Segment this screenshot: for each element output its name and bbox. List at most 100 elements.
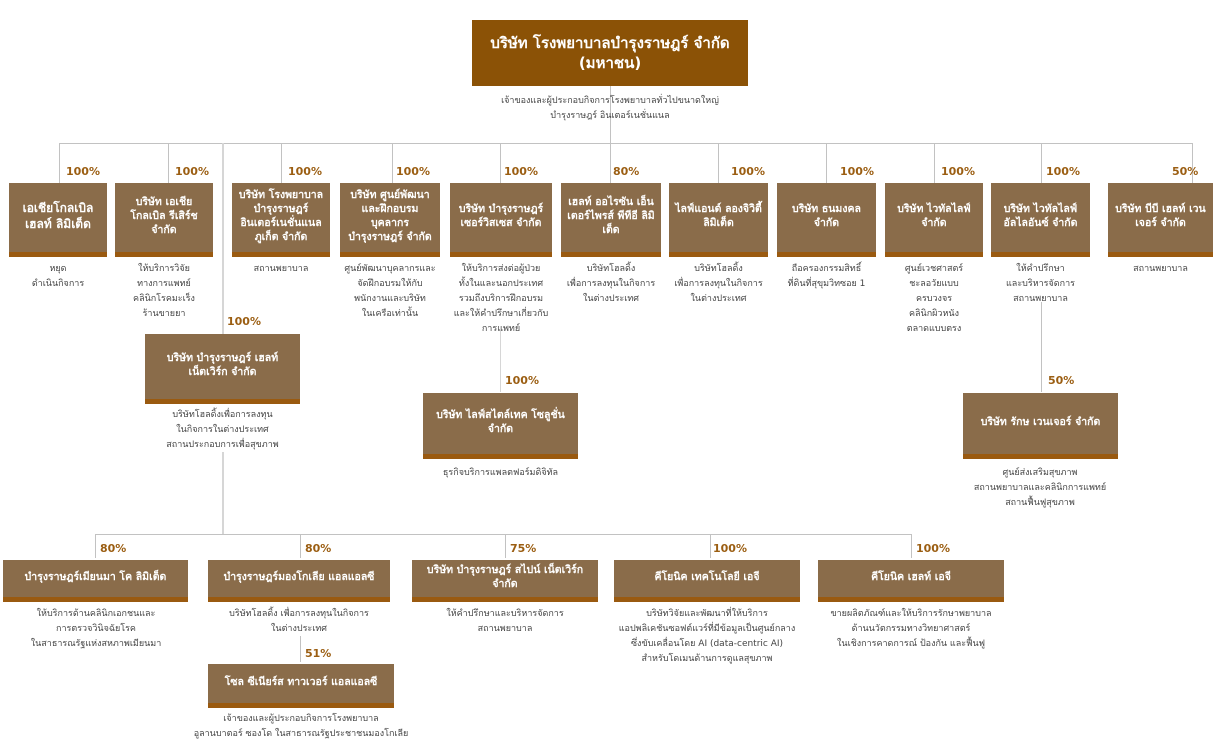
desc-line: สถานประกอบการเพื่อสุขภาพ: [166, 440, 279, 450]
company-box: บริษัท โรงพยาบาล บำรุงราษฎร์ อินเตอร์เนช…: [232, 183, 330, 257]
desc-line: ซึ่งขับเคลื่อนโดย AI (data-centric AI): [630, 639, 784, 649]
company-description: เจ้าของและผู้ประกอบกิจการโรงพยาบาลอูลานบ…: [185, 712, 417, 742]
company-box: คีโยนิค เฮลท์ เอจี: [818, 560, 1004, 602]
company-name: เอเชียโกลเบิล เฮลท์ ลิมิเต็ด: [22, 200, 94, 231]
company-name: บริษัท บำรุงราษฎร์ สไปน์ เน็ตเวิร์ก จำกั…: [426, 563, 584, 590]
desc-line: บริษัทโฮลดิ้งเพื่อการลงทุน: [172, 410, 273, 420]
desc-line: สถานฟื้นฟูสุขภาพ: [1005, 498, 1075, 508]
desc-line: ให้บริการส่งต่อผู้ป่วย: [461, 264, 541, 274]
desc-line: รวมถึงบริการฝึกอบรม: [458, 294, 544, 304]
ownership-percent: 100%: [840, 165, 874, 178]
desc-line: สถานพยาบาล: [1013, 294, 1068, 304]
company-description: ให้บริการวิจัยทางการแพทย์คลินิกโรคมะเร็ง…: [110, 262, 218, 322]
connector-network-trunk: [222, 143, 224, 334]
desc-line: ทางการแพทย์: [137, 279, 191, 289]
desc-line: เพื่อการลงทุนในกิจการ: [566, 279, 656, 289]
desc-line: ในต่างประเทศ: [583, 294, 639, 304]
desc-line: ให้คำปรึกษา: [1016, 264, 1065, 274]
desc-line: ธุรกิจบริการแพลตฟอร์มดิจิทัล: [442, 468, 559, 478]
company-description: ให้คำปรึกษาและบริหารจัดการสถานพยาบาล: [986, 262, 1095, 307]
company-name: บริษัท ไวทัลไลฟ์ จำกัด: [897, 202, 971, 229]
company-name: บริษัท เอเชีย โกลเบิล รีเสิร์ช จำกัด: [130, 195, 198, 236]
company-description: หยุดดำเนินกิจการ: [9, 262, 107, 292]
ownership-percent: 80%: [100, 542, 127, 555]
desc-line: บริษัทโฮลดิ้ง: [586, 264, 636, 274]
company-name: คีโยนิค เทคโนโลยี เอจี: [654, 570, 760, 583]
company-box: บริษัท ธนมงคล จำกัด: [777, 183, 876, 257]
connector-l3-3: [710, 534, 711, 558]
desc-line: ครบวงจร: [915, 294, 953, 304]
desc-line: หยุด: [49, 264, 67, 274]
desc-line: เจ้าของและผู้ประกอบกิจการโรงพยาบาลทั่วไป…: [501, 96, 719, 106]
company-box: เอเชียโกลเบิล เฮลท์ ลิมิเต็ด: [9, 183, 107, 257]
ownership-percent: 100%: [713, 542, 747, 555]
parent-company-name: บริษัท โรงพยาบาลบำรุงราษฎร์ จำกัด (มหาชน…: [490, 34, 730, 72]
ownership-percent: 80%: [305, 542, 332, 555]
connector-l1-2: [281, 143, 282, 183]
desc-line: อูลานบาตอร์ ซองโด ในสาธารณรัฐประชาชนมองโ…: [193, 729, 409, 739]
ownership-percent: 50%: [1048, 374, 1075, 387]
desc-line: ในสาธารณรัฐแห่งสหภาพเมียนมา: [30, 639, 162, 649]
desc-line: ชะลอวัยแบบ: [909, 279, 959, 289]
desc-line: สถานพยาบาล: [477, 624, 533, 634]
ownership-percent: 50%: [1172, 165, 1199, 178]
company-name: บริษัท โรงพยาบาล บำรุงราษฎร์ อินเตอร์เนช…: [238, 188, 324, 243]
connector-l3-0: [95, 534, 96, 558]
desc-line: ให้บริการวิจัย: [138, 264, 190, 274]
connector-l1-8: [934, 143, 935, 183]
desc-line: ศูนย์พัฒนาบุคลากรและ: [344, 264, 436, 274]
desc-line: ที่ดินที่สุขุมวิทซอย 1: [787, 279, 866, 289]
desc-line: ถือครองกรรมสิทธิ์: [791, 264, 862, 274]
desc-line: สถานพยาบาล: [1133, 264, 1188, 274]
desc-line: ในต่างประเทศ: [690, 294, 747, 304]
desc-line: เจ้าของและผู้ประกอบกิจการโรงพยาบาล: [223, 714, 379, 724]
desc-line: ในเครือเท่านั้น: [361, 309, 419, 319]
ownership-percent: 80%: [613, 165, 640, 178]
connector-services-lifestyletech: [500, 330, 501, 392]
company-name: บำรุงราษฎร์มองโกเลีย แอลแอลซี: [223, 570, 375, 583]
desc-line: บำรุงราษฎร์ อินเตอร์เนชั่นแนล: [550, 111, 670, 121]
connector-l1-9: [1041, 143, 1042, 183]
connector-l3-2: [505, 534, 506, 558]
company-description: ศูนย์เวชศาสตร์ชะลอวัยแบบครบวงจรคลินิกผิว…: [880, 262, 988, 337]
desc-line: ในกิจการในต่างประเทศ: [176, 425, 269, 435]
company-box: บริษัท ศูนย์พัฒนา และฝึกอบรม บุคลากร บำร…: [340, 183, 440, 257]
company-box: บริษัท ไวทัลไลฟ์ อัลไลอันซ์ จำกัด: [991, 183, 1090, 257]
desc-line: บริษัทวิจัยและพัฒนาที่ให้บริการ: [646, 609, 768, 619]
company-name: บริษัท ธนมงคล จำกัด: [792, 202, 861, 229]
desc-line: ในเชิงการคาดการณ์ ป้องกัน และฟื้นฟู: [837, 639, 985, 649]
desc-line: การตรวจวินิจฉัยโรค: [56, 624, 136, 634]
connector-l1-5: [610, 143, 611, 183]
desc-line: ขายผลิตภัณฑ์และให้บริการรักษาพยาบาล: [830, 609, 992, 619]
desc-line: การแพทย์: [481, 324, 521, 334]
company-box: บริษัท เอเชีย โกลเบิล รีเสิร์ช จำกัด: [115, 183, 213, 257]
ownership-percent: 100%: [731, 165, 765, 178]
connector-l1-1: [168, 143, 169, 183]
company-box: บริษัท บำรุงราษฎร์ สไปน์ เน็ตเวิร์ก จำกั…: [412, 560, 598, 602]
desc-line: ดำเนินกิจการ: [31, 279, 85, 289]
connector-level3-horizontal: [95, 534, 911, 535]
company-description: ให้บริการด้านคลินิกเอกชนและการตรวจวินิจฉ…: [0, 607, 192, 652]
company-name: ไลฟ์แอนด์ ลองจิวิตี้ ลิมิเต็ด: [675, 202, 762, 229]
desc-line: ในต่างประเทศ: [271, 624, 327, 634]
company-description: ศูนย์พัฒนาบุคลากรและจัดฝึกอบรมให้กับพนัก…: [335, 262, 445, 322]
desc-line: และให้คำปรึกษาเกี่ยวกับ: [453, 309, 549, 319]
desc-line: ด้านนวัตกรรมทางวิทยาศาสตร์: [851, 624, 971, 634]
company-box: เฮลท์ ออไรซัน เอ็นเตอร์ไพรส์ พีทีอี ลิมิ…: [561, 183, 661, 257]
company-box: บริษัท ไลฟ์สไตล์เทค โซลูชั่น จำกัด: [423, 393, 578, 459]
company-name: บริษัท บำรุงราษฎร์ เซอร์วิสเซส จำกัด: [458, 202, 544, 229]
company-name: บริษัท ศูนย์พัฒนา และฝึกอบรม บุคลากร บำร…: [348, 188, 432, 243]
desc-line: ให้บริการด้านคลินิกเอกชนและ: [36, 609, 156, 619]
ownership-percent: 100%: [916, 542, 950, 555]
desc-line: สถานพยาบาล: [253, 264, 309, 274]
company-box: บริษัท รักษ เวนเจอร์ จำกัด: [963, 393, 1118, 459]
company-box: คีโยนิค เทคโนโลยี เอจี: [614, 560, 800, 602]
company-description: ขายผลิตภัณฑ์และให้บริการรักษาพยาบาลด้านน…: [806, 607, 1016, 652]
desc-line: แอปพลิเคชันซอฟต์แวร์ที่มีข้อมูลเป็นศูนย์…: [618, 624, 796, 634]
connector-l3-4: [911, 534, 912, 558]
desc-line: ทั้งในและนอกประเทศ: [458, 279, 544, 289]
connector-l1-10: [1192, 143, 1193, 183]
company-description: บริษัทโฮลดิ้งเพื่อการลงทุนในกิจการในต่าง…: [556, 262, 666, 307]
connector-alliance-raksa: [1041, 302, 1042, 392]
company-description: บริษัทวิจัยและพัฒนาที่ให้บริการแอปพลิเคช…: [602, 607, 812, 667]
